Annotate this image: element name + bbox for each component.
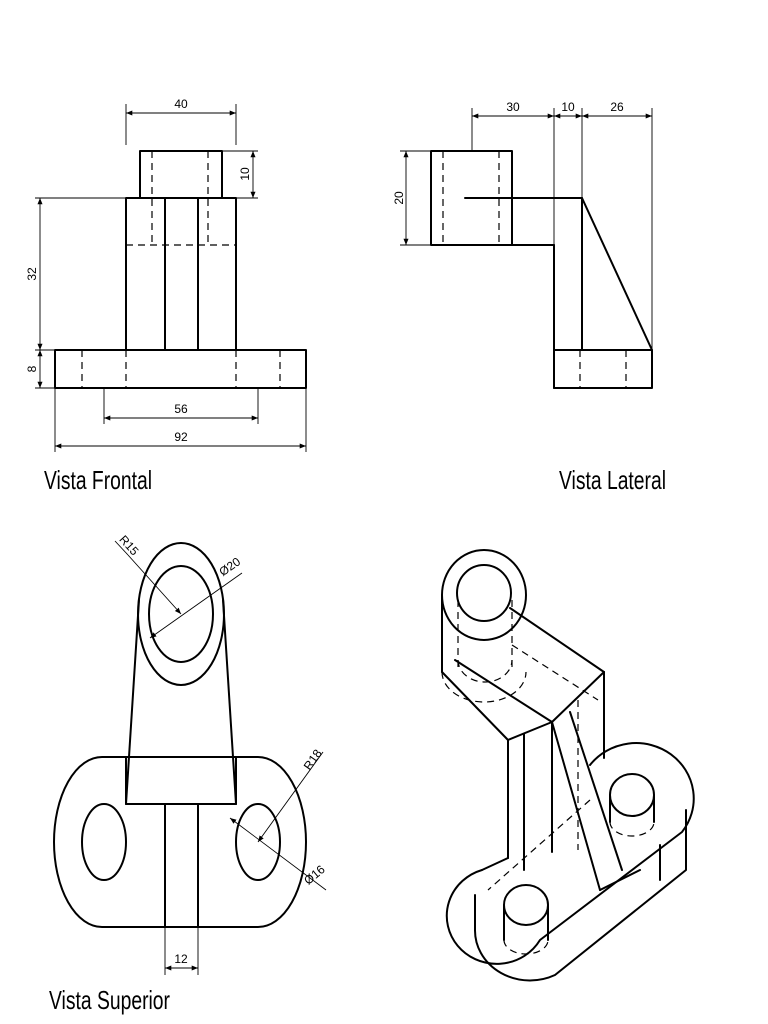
dimension-92: 92 [54,388,307,452]
dimension-r18: R18 [257,746,325,843]
dimension-10: 10 [222,150,258,199]
caption-front-view: Vista Frontal [44,465,152,495]
top-view: R15 Ø20 R18 Ø16 12 Vista Superior [49,532,328,1015]
dimension-label: 10 [561,100,575,114]
dimension-20: 20 [392,150,431,246]
dimension-label: Ø16 [301,862,328,888]
front-base-outline [54,349,307,389]
dimension-label: 40 [174,97,188,111]
dimension-dia20: Ø20 [149,554,243,639]
top-tangent-line [222,599,237,805]
dimension-label: 12 [174,952,188,966]
iso-boss-hidden-bottom [441,671,527,703]
dimension-10-side: 10 [553,100,583,245]
iso-base-edge [481,857,509,871]
iso-left-hole-hidden [503,939,549,955]
iso-right-hole-hidden [609,821,655,837]
dimension-label: 30 [506,100,520,114]
dimension-40: 40 [125,97,237,145]
top-boss-bore [148,565,214,663]
dimension-label: 56 [174,402,188,416]
dimension-label: 20 [392,191,406,205]
isometric-view [441,549,695,982]
caption-top-view: Vista Superior [49,985,170,1015]
iso-arm-top-edge [509,607,605,673]
iso-column-top [551,671,605,723]
dimension-32: 32 [25,197,126,350]
top-left-hole [81,803,127,881]
iso-bore-hidden [457,659,513,683]
dimension-26: 26 [582,100,653,350]
dimension-12: 12 [164,927,199,975]
iso-boss-top [441,549,527,641]
iso-rib-slope [569,711,623,871]
iso-boss-bore [456,564,512,622]
dimension-30: 30 [471,100,554,151]
dimension-label: R15 [116,532,141,558]
iso-arm-lower-edge [441,671,509,741]
dimension-label: 26 [610,100,624,114]
side-rib-slope [581,197,653,351]
iso-base-side-outline [473,809,687,982]
side-view: 30 10 26 20 Vista Lateral [392,100,666,495]
dimension-label: 8 [25,365,39,372]
dimension-8: 8 [25,349,55,389]
dimension-label: 32 [25,267,39,281]
dimension-56: 56 [103,388,259,424]
top-base-outline [53,756,307,928]
top-tangent-line [125,599,140,805]
dimension-label: 10 [238,167,252,181]
side-base-outline [553,349,653,389]
iso-right-hole [609,773,655,817]
iso-base-hidden-edge [487,799,591,891]
iso-arm-lower-edge [454,659,553,723]
iso-base-top-outline [445,742,695,965]
top-right-hole [235,803,281,881]
iso-rib-slope [551,721,601,891]
iso-left-hole [503,884,549,926]
front-view: 40 10 32 8 56 [25,97,307,495]
front-column-outline [125,197,237,351]
iso-hidden-edge [511,644,599,701]
iso-column-top [507,721,553,741]
dimension-label: R18 [301,746,325,772]
caption-side-view: Vista Lateral [559,465,666,495]
dimension-label: 92 [174,430,188,444]
